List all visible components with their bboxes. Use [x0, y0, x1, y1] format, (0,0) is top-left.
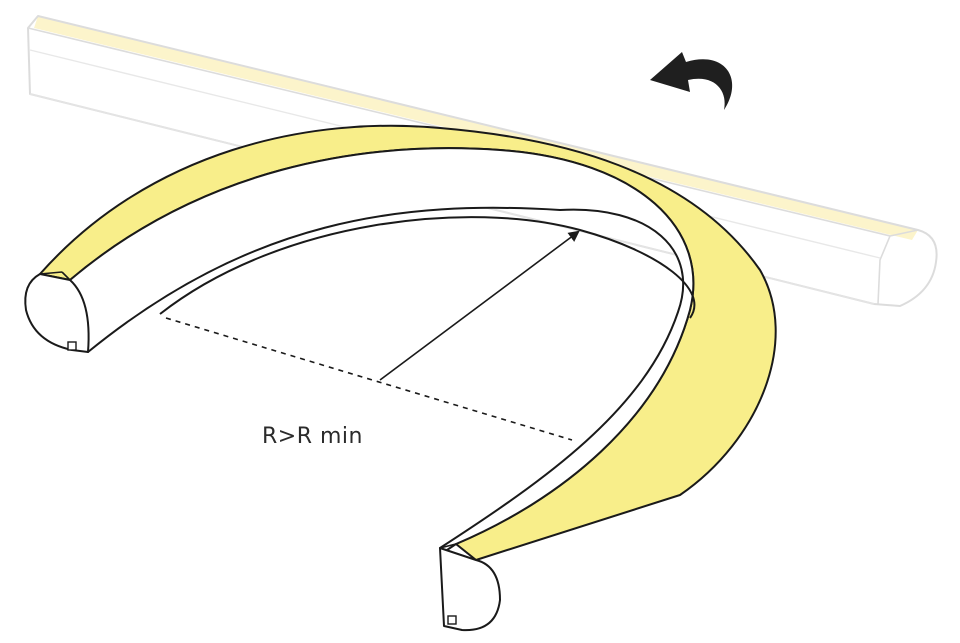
right-end-cap — [439, 547, 501, 632]
straight-strip-outline — [27, 15, 938, 307]
radius-label: R>R min — [262, 424, 363, 449]
left-end-cap — [24, 273, 90, 353]
strip-inner-edge — [159, 216, 696, 319]
bent-led-strip — [24, 124, 777, 632]
curved-arrow-left-icon — [650, 52, 733, 110]
radius-indicator — [165, 230, 580, 441]
straight-strip-glow — [34, 16, 918, 240]
radius-baseline-dashed — [165, 317, 573, 441]
strip-inner-band — [69, 147, 695, 553]
radius-arrow — [379, 230, 580, 381]
